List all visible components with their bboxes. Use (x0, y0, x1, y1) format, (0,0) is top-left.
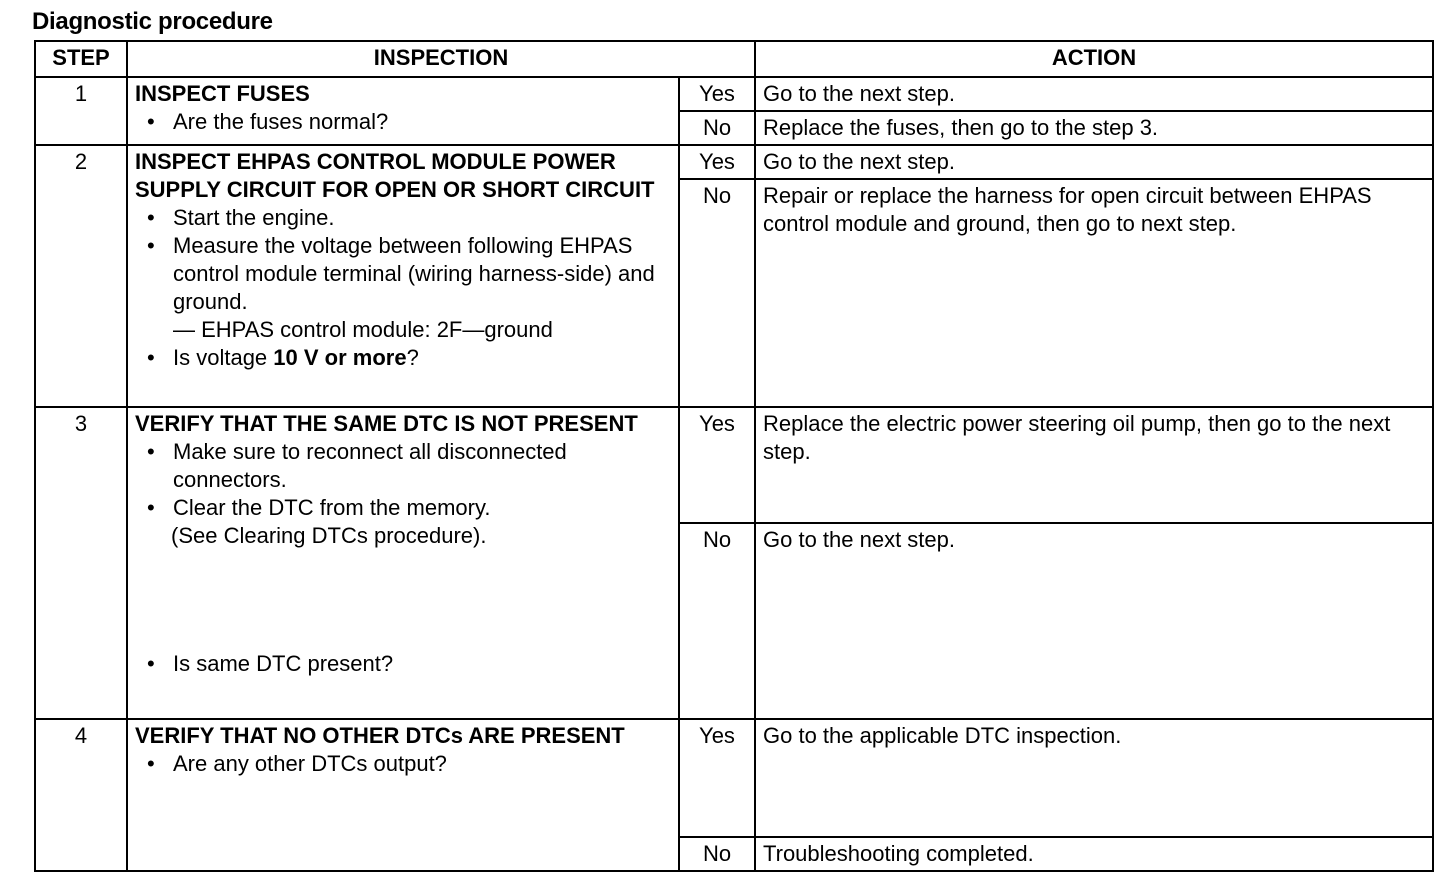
bullet-suffix: ? (406, 345, 419, 370)
action-no: Troubleshooting completed. (754, 836, 1434, 872)
answer-yes: Yes (678, 718, 756, 838)
answer-no: No (678, 110, 756, 146)
action-yes: Go to the next step. (754, 144, 1434, 180)
answer-yes: Yes (678, 406, 756, 524)
step-3-row-yes: 3 VERIFY THAT THE SAME DTC IS NOT PRESEN… (34, 406, 1434, 720)
step-4-row-no: No Troubleshooting completed. (35, 836, 1434, 872)
action-no: Repair or replace the harness for open c… (754, 178, 1434, 408)
answer-yes: Yes (678, 144, 756, 180)
step-number: 1 (34, 76, 128, 146)
header-inspection: INSPECTION (126, 40, 756, 78)
answer-no: No (678, 522, 756, 720)
inspection-note: (See Clearing DTCs procedure). (171, 523, 487, 548)
inspection-bullets: Are the fuses normal? (135, 108, 671, 136)
answer-no: No (678, 178, 756, 408)
inspection-heading: INSPECT FUSES (135, 81, 310, 106)
diagnostic-table: STEP INSPECTION ACTION 1 INSPECT FUSES A… (34, 40, 1434, 872)
step-1-row-no: No Replace the fuses, then go to the ste… (35, 110, 1434, 146)
inspection-heading: VERIFY THAT NO OTHER DTCs ARE PRESENT (135, 723, 625, 748)
step-inspection: INSPECT EHPAS CONTROL MODULE POWER SUPPL… (126, 144, 680, 408)
step-3-row-no: No Go to the next step. (35, 522, 1434, 720)
answer-yes: Yes (678, 76, 756, 112)
step-4-row-yes: 4 VERIFY THAT NO OTHER DTCs ARE PRESENT … (34, 718, 1434, 872)
action-yes: Go to the applicable DTC inspection. (754, 718, 1434, 838)
bullet-prefix: Is voltage (173, 345, 274, 370)
action-no: Replace the fuses, then go to the step 3… (754, 110, 1434, 146)
header-step: STEP (34, 40, 128, 78)
step-number: 4 (34, 718, 128, 872)
answer-no: No (678, 836, 756, 872)
inspection-bullets: Start the engine. Measure the voltage be… (135, 204, 671, 372)
inspection-bullets: Are any other DTCs output? (135, 750, 671, 778)
inspection-bullet: Clear the DTC from the memory. (143, 494, 671, 522)
header-action: ACTION (754, 40, 1434, 78)
page-title: Diagnostic procedure (32, 8, 273, 35)
step-number: 2 (34, 144, 128, 408)
header-row: STEP INSPECTION ACTION (34, 40, 1434, 78)
inspection-bullet: Is same DTC present? (143, 650, 671, 678)
spacer (135, 550, 671, 650)
step-2-row-yes: 2 INSPECT EHPAS CONTROL MODULE POWER SUP… (34, 144, 1434, 408)
inspection-bullet: Is voltage 10 V or more? (143, 344, 671, 372)
step-1-row-yes: 1 INSPECT FUSES Are the fuses normal? Ye… (34, 76, 1434, 146)
inspection-bullet-text: Measure the voltage between following EH… (173, 233, 655, 314)
inspection-bullet: Start the engine. (143, 204, 671, 232)
step-2-row-no: No Repair or replace the harness for ope… (35, 178, 1434, 408)
step-inspection: VERIFY THAT NO OTHER DTCs ARE PRESENT Ar… (126, 718, 680, 872)
inspection-bullets: Is same DTC present? (135, 650, 671, 678)
inspection-bullet: Measure the voltage between following EH… (143, 232, 671, 344)
inspection-sub-line: — EHPAS control module: 2F—ground (173, 317, 553, 342)
action-yes: Replace the electric power steering oil … (754, 406, 1434, 524)
inspection-heading: VERIFY THAT THE SAME DTC IS NOT PRESENT (135, 411, 638, 436)
action-no: Go to the next step. (754, 522, 1434, 720)
action-yes: Go to the next step. (754, 76, 1434, 112)
step-inspection: VERIFY THAT THE SAME DTC IS NOT PRESENT … (126, 406, 680, 720)
inspection-bullets: Make sure to reconnect all disconnected … (135, 438, 671, 522)
step-inspection: INSPECT FUSES Are the fuses normal? (126, 76, 680, 146)
inspection-heading: INSPECT EHPAS CONTROL MODULE POWER SUPPL… (135, 149, 655, 202)
bullet-bold-value: 10 V or more (273, 345, 407, 370)
inspection-bullet: Are any other DTCs output? (143, 750, 671, 778)
step-number: 3 (34, 406, 128, 720)
inspection-bullet: Make sure to reconnect all disconnected … (143, 438, 671, 494)
inspection-bullet: Are the fuses normal? (143, 108, 671, 136)
